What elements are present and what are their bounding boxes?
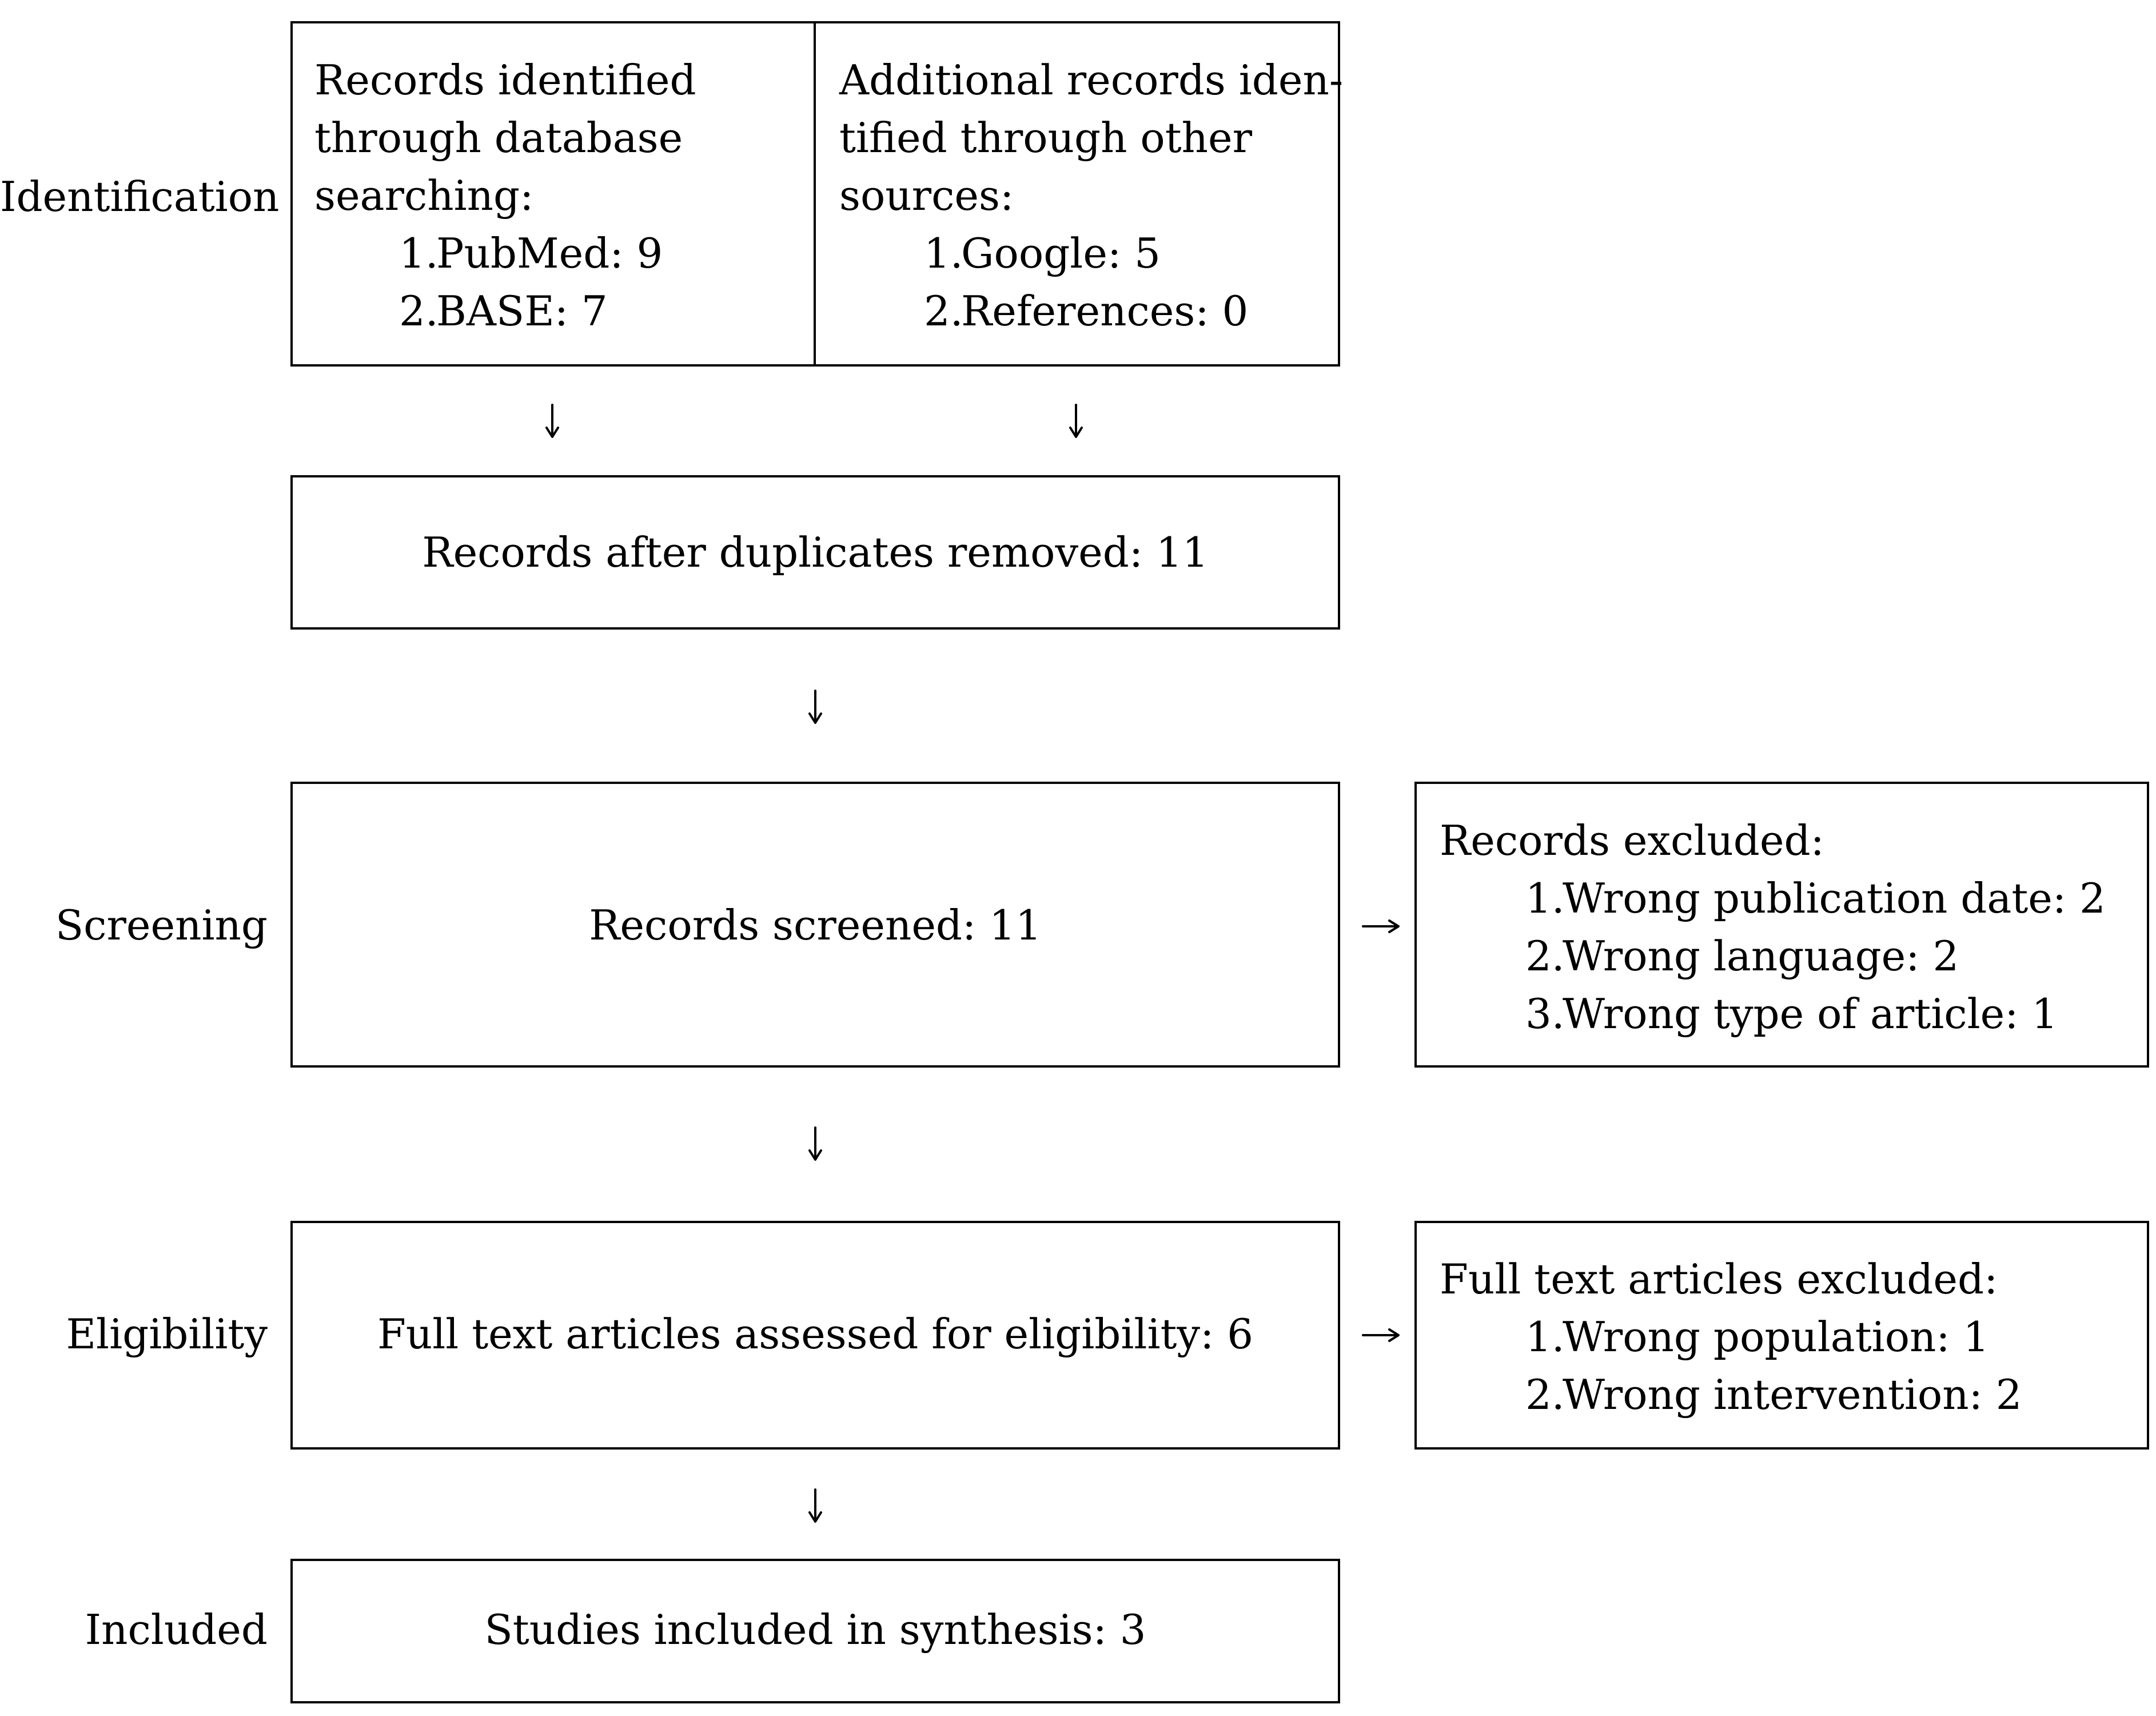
- database-line-3: searching:: [314, 172, 534, 220]
- list-text: Wrong language: 2: [1563, 932, 1959, 980]
- database-item-base: 2.BASE: 7: [399, 282, 608, 340]
- stage-label-identification: Identification: [0, 173, 280, 221]
- arrow-database-to-duplicates: [545, 404, 559, 438]
- list-text: References: 0: [961, 287, 1249, 335]
- arrow-assessed-to-excluded: [1362, 1328, 1400, 1342]
- list-number: 1.: [399, 229, 439, 277]
- list-number: 2.: [1525, 932, 1565, 980]
- records-excluded-title: Records excluded:: [1440, 817, 1824, 865]
- screened-box: [290, 782, 1340, 1068]
- list-text: BASE: 7: [436, 287, 608, 335]
- arrow-duplicates-to-screened: [808, 690, 822, 724]
- included-text: Studies included in synthesis: 3: [484, 1606, 1146, 1654]
- included-box: [290, 1559, 1340, 1703]
- database-line-1: Records identified: [314, 56, 696, 104]
- other-line-2: tified through other: [839, 114, 1253, 162]
- list-text: Wrong population: 1: [1563, 1313, 1990, 1361]
- assessed-text: Full text articles assessed for eligibil…: [377, 1310, 1254, 1358]
- list-number: 2.: [924, 287, 963, 335]
- arrow-screened-to-excluded: [1362, 919, 1400, 933]
- list-text: Wrong type of article: 1: [1563, 990, 2058, 1038]
- arrow-screened-to-assessed: [808, 1126, 822, 1161]
- assessed-box: [290, 1221, 1340, 1450]
- records-excluded-box: [1414, 782, 2149, 1068]
- fulltext-excluded-title: Full text articles excluded:: [1440, 1255, 1998, 1303]
- other-item-references: 2.References: 0: [924, 282, 1248, 340]
- list-number: 2.: [399, 287, 439, 335]
- list-number: 1.: [924, 229, 963, 277]
- excluded-item-publication-date: 1.Wrong publication date: 2: [1525, 870, 2106, 927]
- stage-label-included: Included: [85, 1606, 268, 1654]
- other-line-3: sources:: [839, 172, 1014, 220]
- excluded-item-language: 2.Wrong language: 2: [1525, 927, 1959, 985]
- duplicates-removed-text: Records after duplicates removed: 11: [422, 528, 1209, 576]
- other-item-google: 1.Google: 5: [924, 225, 1161, 282]
- database-line-2: through database: [314, 114, 683, 162]
- other-records-text: Additional records iden- tified through …: [839, 51, 1343, 225]
- arrow-assessed-to-included: [808, 1488, 822, 1523]
- fulltext-excluded-box: [1414, 1221, 2149, 1450]
- list-number: 3.: [1525, 990, 1565, 1038]
- screened-text: Records screened: 11: [589, 901, 1042, 949]
- stage-label-screening: Screening: [55, 901, 268, 949]
- duplicates-removed-box: [290, 475, 1340, 630]
- list-text: Wrong intervention: 2: [1563, 1371, 2022, 1419]
- database-records-text: Records identified through database sear…: [314, 51, 696, 225]
- fulltext-item-intervention: 2.Wrong intervention: 2: [1525, 1366, 2022, 1424]
- list-number: 2.: [1525, 1371, 1565, 1419]
- list-text: Wrong publication date: 2: [1563, 874, 2106, 922]
- list-number: 1.: [1525, 1313, 1565, 1361]
- list-text: Google: 5: [961, 229, 1161, 277]
- arrow-other-to-duplicates: [1069, 404, 1083, 438]
- list-number: 1.: [1525, 874, 1565, 922]
- list-text: PubMed: 9: [436, 229, 663, 277]
- database-item-pubmed: 1.PubMed: 9: [399, 225, 663, 282]
- stage-label-eligibility: Eligibility: [66, 1310, 268, 1358]
- fulltext-item-population: 1.Wrong population: 1: [1525, 1308, 1989, 1366]
- other-line-1: Additional records iden-: [839, 56, 1344, 104]
- excluded-item-article-type: 3.Wrong type of article: 1: [1525, 985, 2058, 1043]
- identification-divider: [814, 21, 816, 367]
